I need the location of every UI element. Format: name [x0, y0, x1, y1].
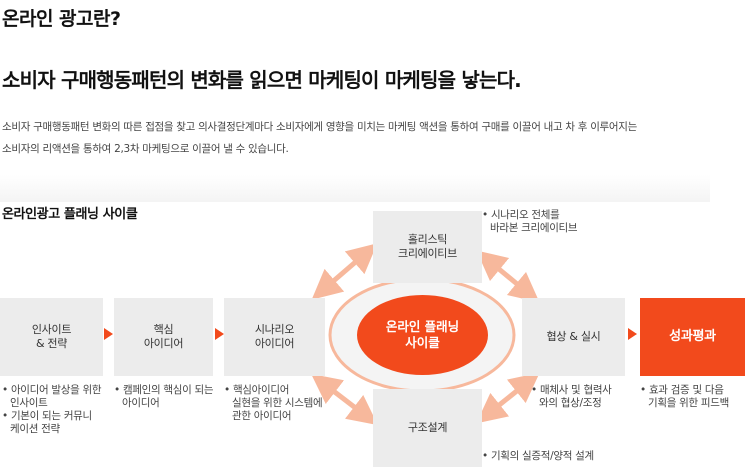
step-label: 인사이트: [31, 323, 72, 336]
note-scenario: 핵심아이디어 실현을 위한 시스템에 관한 아이디어: [224, 384, 336, 423]
note-cont: 아이디어: [122, 397, 160, 409]
step-label: 아이디어: [143, 337, 184, 350]
arrow-structure-nego: [476, 372, 540, 424]
note-performance: 효과 검증 및 다음 기획을 위한 피드백: [640, 384, 745, 410]
step-label: 성과평과: [669, 329, 716, 344]
arrow-scenario-holistic: [311, 243, 378, 300]
description-line-2: 소비자의 리액션을 통하여 2,3차 마케팅으로 이끌어 낼 수 있습니다.: [2, 143, 289, 155]
note-cont: 바라본 크리에이티브: [490, 222, 578, 234]
cycle-section-title: 온라인광고 플래닝 사이클: [2, 207, 138, 222]
step-insight-strategy: 인사이트& 전략: [0, 298, 103, 376]
step-label: 구조설계: [407, 421, 448, 434]
step-label: & 전략: [35, 337, 68, 350]
flow-arrow-icon: [215, 328, 224, 340]
note-bullet: 효과 검증 및 다음: [640, 384, 745, 397]
flow-arrow-icon: [104, 328, 113, 340]
step-label: 시나리오: [254, 323, 295, 336]
step-negotiation: 협상 & 실시: [522, 298, 625, 376]
note-holistic: 시나리오 전체를 바라본 크리에이티브: [482, 209, 612, 235]
note-bullet: 아이디어 발상을 위한: [2, 384, 112, 397]
description-line-1: 소비자 구매행동패턴 변화의 따른 접점을 찾고 의사결정단계마다 소비자에게 …: [2, 121, 637, 133]
note-negotiation: 매체사 및 협력사 와의 협상/조정: [531, 384, 631, 410]
step-label: 핵심: [153, 323, 174, 336]
section-divider-band: [0, 175, 710, 202]
note-insight: 아이디어 발상을 위한 인사이트 기본이 되는 커뮤니 케이션 전략: [2, 384, 112, 436]
note-bullet: 매체사 및 협력사: [531, 384, 631, 397]
note-bullet: 기획의 실증적/양적 설계: [482, 450, 622, 463]
step-label: 협상 & 실시: [546, 330, 601, 343]
note-bullet: 핵심아이디어: [224, 384, 336, 397]
note-cont: 관한 아이디어: [232, 410, 292, 422]
note-cont: 인사이트: [10, 397, 48, 409]
note-cont: 케이션 전략: [10, 423, 60, 435]
step-label: 크리에이티브: [398, 247, 457, 260]
note-cont: 실현을 위한 시스템에: [232, 397, 323, 409]
center-line-2: 사이클: [405, 335, 440, 350]
step-performance: 성과평과: [640, 298, 745, 376]
arrow-holistic-nego: [476, 250, 540, 303]
flow-arrow-icon: [628, 328, 637, 340]
headline: 소비자 구매행동패턴의 변화를 읽으면 마케팅이 마케팅을 낳는다.: [2, 68, 522, 92]
note-structure: 기획의 실증적/양적 설계: [482, 450, 622, 463]
step-structure-design: 구조설계: [373, 389, 482, 467]
note-bullet: 시나리오 전체를: [482, 209, 612, 222]
note-cont: 기획을 위한 피드백: [648, 397, 729, 409]
note-cont: 와의 협상/조정: [539, 397, 602, 409]
question-title: 온라인 광고란?: [2, 8, 121, 30]
note-bullet: 캠페인의 핵심이 되는: [114, 384, 224, 397]
step-label: 아이디어: [254, 337, 295, 350]
note-core-idea: 캠페인의 핵심이 되는 아이디어: [114, 384, 224, 410]
step-label: 홀리스틱: [407, 233, 448, 246]
center-line-1: 온라인 플래닝: [385, 319, 460, 334]
note-bullet: 기본이 되는 커뮤니: [2, 410, 112, 423]
